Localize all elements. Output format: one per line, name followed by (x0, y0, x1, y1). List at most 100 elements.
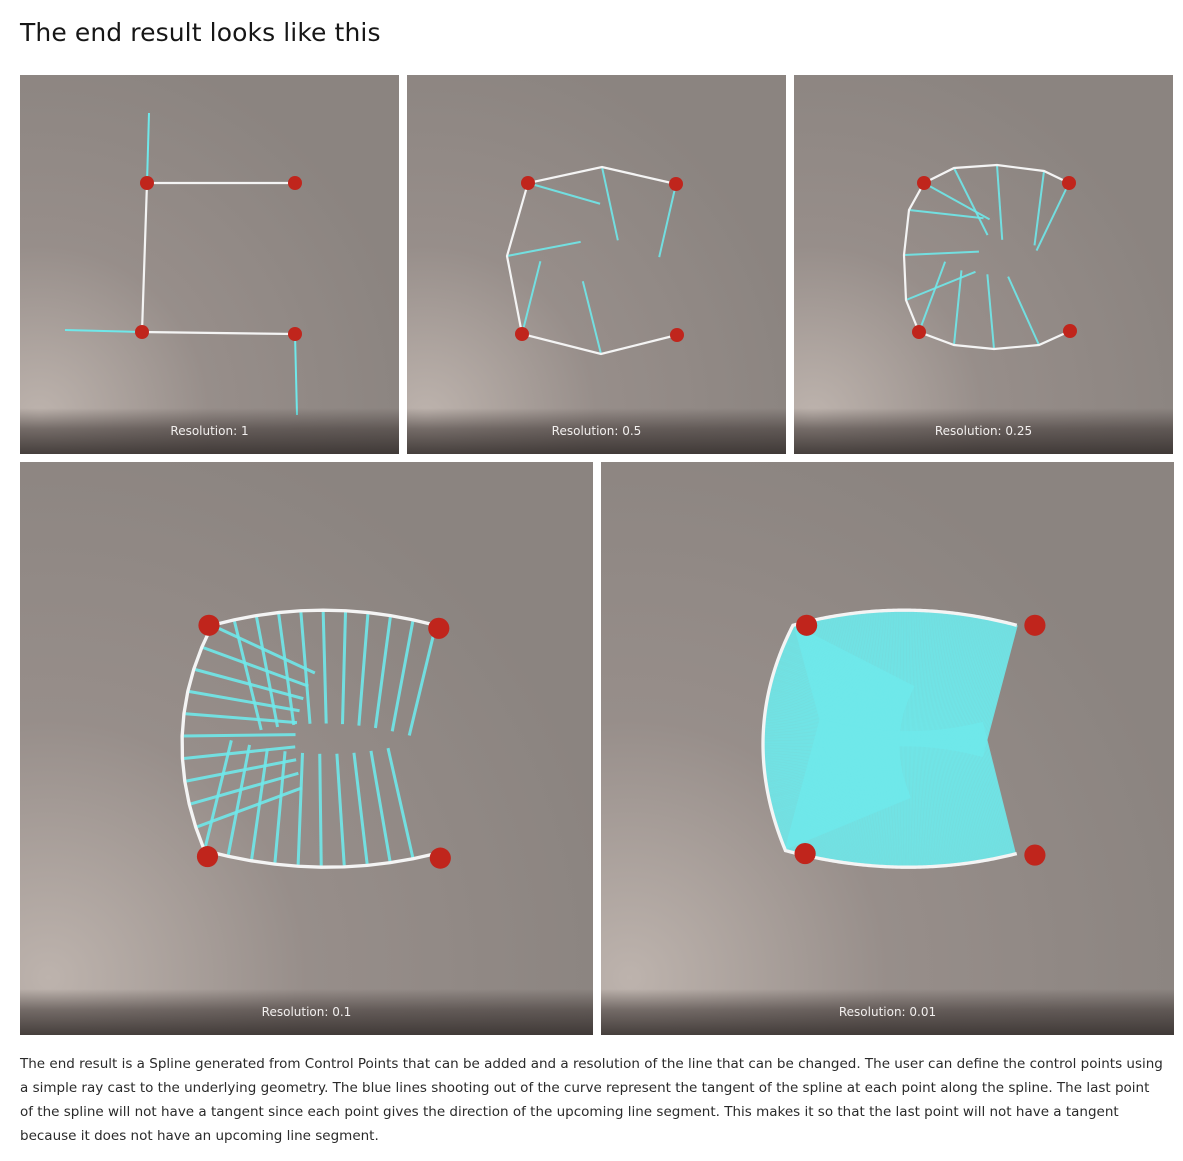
tangent-line (928, 730, 941, 867)
tangent-line (932, 612, 949, 748)
tangent-line (915, 731, 922, 868)
tangent-line (910, 731, 915, 868)
tangent-line (898, 610, 903, 747)
tangent-line (888, 730, 896, 867)
tangent-line (778, 655, 908, 705)
tangent-line (830, 726, 855, 861)
resolution-0.1-image: Resolution: 0.1 (20, 462, 593, 1035)
tangent-line (193, 667, 304, 701)
tangent-line (893, 730, 900, 868)
tangent-line (911, 610, 918, 747)
tangent-line (1035, 182, 1070, 252)
tangent-line (953, 270, 963, 346)
tangent-line (64, 329, 143, 333)
tangent-line (968, 724, 999, 859)
tangent-line (791, 720, 827, 853)
tangent-line (939, 729, 957, 865)
tangent-line (929, 730, 943, 867)
tangent-line (902, 610, 905, 747)
tangent-line (357, 612, 370, 726)
tangent-line (527, 182, 601, 205)
tangent-line (795, 720, 830, 854)
tangent-line (935, 729, 951, 866)
tangent-line (202, 740, 233, 851)
tangent-line (790, 629, 914, 691)
tangent-line (182, 745, 296, 761)
tangent-line (970, 724, 1001, 858)
tangent-line (900, 731, 905, 868)
tangent-line (823, 725, 850, 860)
tangent-line (908, 731, 912, 868)
tangent-line (821, 725, 849, 860)
tangent-line (273, 751, 287, 865)
tangent-line (881, 730, 891, 867)
tangent-line (340, 610, 348, 725)
tangent-line (786, 635, 912, 695)
tangent-line (791, 626, 915, 689)
tangent-line (867, 729, 882, 866)
tangent-line (798, 721, 832, 855)
tangent-line (914, 610, 922, 747)
tangent-line (914, 731, 920, 868)
tangent-line (780, 652, 908, 703)
tangent-line (948, 615, 972, 751)
tangent-line (909, 731, 913, 868)
tangent-line (803, 722, 836, 856)
tangent-line (789, 719, 826, 853)
tangent-line (900, 610, 904, 747)
tangent-line (909, 610, 915, 747)
tangent-line (776, 662, 906, 708)
tangent-line (789, 630, 913, 692)
tangent-line (862, 729, 878, 866)
tangent-line (658, 183, 677, 258)
description-paragraph: The end result is a Spline generated fro… (20, 1056, 1163, 1144)
tangent-line (386, 747, 415, 860)
tangent-line (816, 724, 845, 859)
tangent-line (846, 728, 867, 864)
control-point (135, 325, 149, 339)
tangent-line (915, 610, 923, 747)
tangent-line (811, 723, 841, 858)
tangent-line (939, 613, 959, 749)
tangent-line (924, 611, 937, 748)
tangent-line (782, 647, 909, 701)
resolution-0.5-image: Resolution: 0.5 (407, 75, 786, 454)
tangent-line (947, 615, 971, 750)
tangent-line (979, 722, 1015, 855)
tangent-line (835, 726, 859, 862)
page-heading: The end result looks like this (20, 18, 381, 47)
tangent-line (963, 725, 991, 860)
tangent-line (784, 718, 822, 851)
tangent-line (933, 612, 950, 748)
control-point (515, 327, 529, 341)
tangent-line (937, 613, 955, 749)
tangent-line (849, 728, 869, 864)
resolution-0.01-image: Resolution: 0.01 (601, 462, 1174, 1035)
tangent-line (908, 209, 984, 220)
tangent-line (781, 649, 909, 702)
tangent-line (942, 614, 964, 750)
tangent-line (953, 727, 977, 863)
tangent-line (779, 653, 908, 704)
tangent-line (183, 712, 298, 725)
tangent-line (877, 730, 889, 867)
tangent-line (858, 729, 875, 865)
tangent-line (352, 752, 369, 866)
tangent-line (946, 728, 967, 864)
tangent-line (201, 645, 309, 688)
tangent-line (581, 280, 602, 355)
tangent-line (951, 727, 974, 863)
tangent-line (898, 731, 903, 868)
tangent-line (911, 731, 917, 868)
tangent-line (188, 771, 299, 806)
tangent-line (917, 610, 927, 747)
tangent-line (980, 721, 1017, 855)
spline-render (794, 75, 1173, 454)
tangent-line (782, 645, 910, 700)
control-point (428, 617, 450, 639)
tangent-line (853, 728, 872, 865)
resolution-1-image: Resolution: 1 (20, 75, 399, 454)
tangent-line (182, 733, 296, 738)
tangent-line (868, 729, 883, 866)
spline-curve (902, 163, 1071, 351)
